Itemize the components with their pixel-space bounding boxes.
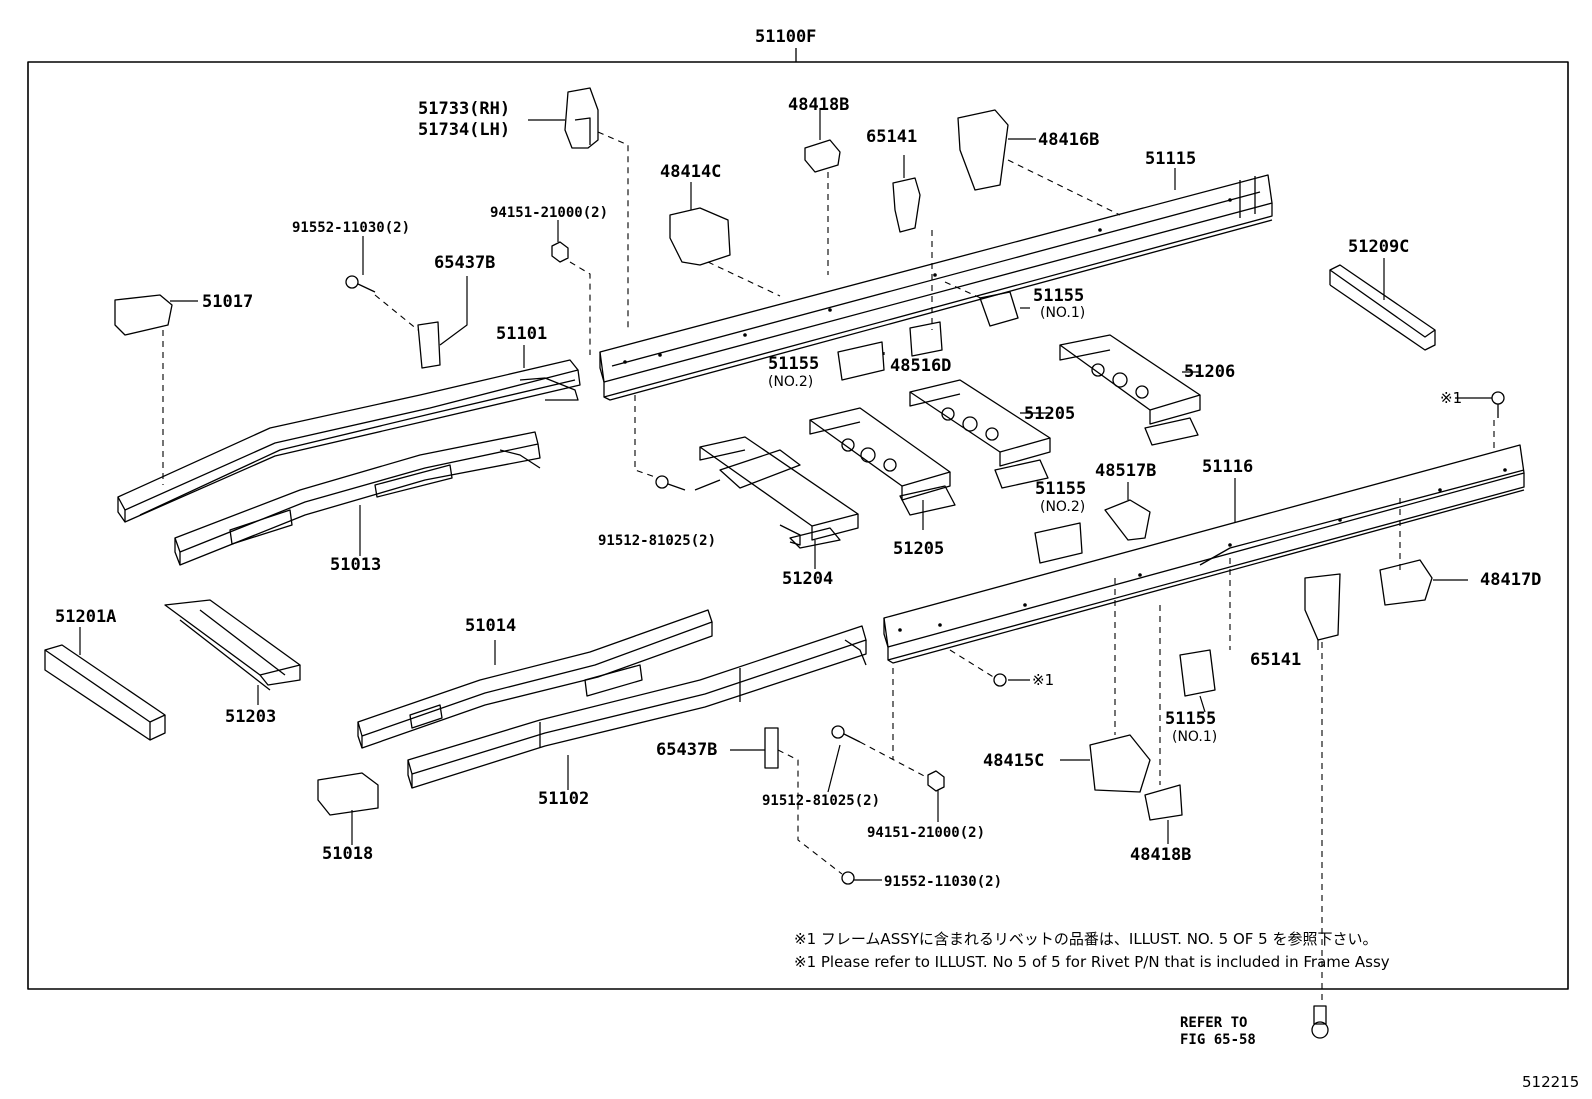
part-label-65437b-top: 65437B	[434, 253, 496, 273]
part-label-51205-a: 51205	[1024, 404, 1076, 424]
rail-51013	[174, 431, 541, 566]
rivet-top	[1491, 391, 1505, 418]
bracket-51155-no1-bot	[1179, 649, 1216, 697]
bracket-65437b-bot	[764, 727, 779, 769]
part-label-51155-no2-mid: 51155	[1035, 479, 1087, 499]
nut-94151-top	[551, 241, 569, 263]
sublabel-no1-top: (NO.1)	[1040, 305, 1086, 321]
part-label-51013: 51013	[330, 555, 382, 575]
part-label-48416b: 48416B	[1038, 130, 1100, 150]
rail-51101	[117, 359, 581, 523]
rail-holes	[623, 198, 1507, 632]
bracket-48418b-top	[804, 139, 841, 173]
frame-rail-51115	[599, 174, 1273, 401]
part-label-51734: 51734(LH)	[418, 120, 511, 140]
crossmember-51209c	[1329, 264, 1436, 351]
crossmember-51204	[694, 436, 859, 549]
part-label-51155-no1-top: 51155	[1033, 286, 1085, 306]
part-label-91512-top: 91512-81025(2)	[598, 533, 717, 549]
nut-94151-bot	[927, 770, 945, 792]
part-label-48417d: 48417D	[1480, 570, 1542, 590]
part-label-48517b: 48517B	[1095, 461, 1157, 481]
sublabel-no2-mid: (NO.2)	[1040, 499, 1086, 515]
crossmember-51206	[1059, 334, 1201, 446]
crossmember-51201a	[44, 644, 166, 741]
refer-to-line2: FIG 65-58	[1180, 1032, 1256, 1048]
sublabel-no1-bot: (NO.1)	[1172, 729, 1218, 745]
part-label-51155-no2-top: 51155	[768, 354, 820, 374]
bracket-51018	[317, 772, 379, 816]
assembly-label: 51100F	[755, 27, 817, 47]
plate-51155-no2-top	[837, 341, 885, 381]
refer-to-line1: REFER TO	[1180, 1015, 1248, 1031]
part-label-94151-top: 94151-21000(2)	[490, 205, 609, 221]
bracket-48415c	[1089, 734, 1151, 793]
bracket-48416b	[957, 109, 1009, 191]
diagram-border	[27, 61, 1569, 990]
frame-rail-51116	[883, 444, 1525, 664]
bracket-48517b	[1104, 499, 1151, 541]
bolt-91512-top	[655, 475, 686, 491]
part-label-48414c: 48414C	[660, 162, 722, 182]
part-label-91552-top: 91552-11030(2)	[292, 220, 411, 236]
part-label-51206: 51206	[1184, 362, 1236, 382]
rivet-mark-top: ※1	[1440, 389, 1463, 407]
part-label-51201a: 51201A	[55, 607, 117, 627]
note-japanese: ※1 フレームASSYに含まれるリベットの品番は、ILLUST. NO. 5 O…	[794, 930, 1378, 948]
part-label-51101: 51101	[496, 324, 548, 344]
part-label-65141-top: 65141	[866, 127, 918, 147]
part-label-51018: 51018	[322, 844, 374, 864]
rail-51102	[407, 625, 867, 789]
bracket-48417d	[1379, 559, 1433, 606]
part-label-51115: 51115	[1145, 149, 1197, 169]
sublabel-no2-top: (NO.2)	[768, 374, 814, 390]
plate-51155-no2-mid	[1034, 522, 1083, 564]
part-label-51203: 51203	[225, 707, 277, 727]
part-label-65437b-bot: 65437B	[656, 740, 718, 760]
part-label-65141-bot: 65141	[1250, 650, 1302, 670]
crossmember-51203	[164, 599, 301, 691]
part-label-51014: 51014	[465, 616, 517, 636]
bracket-51733	[564, 87, 599, 149]
part-label-51205-b: 51205	[893, 539, 945, 559]
part-label-48418b-top: 48418B	[788, 95, 850, 115]
part-label-91512-bot: 91512-81025(2)	[762, 793, 881, 809]
part-label-51017: 51017	[202, 292, 254, 312]
part-label-51209c: 51209C	[1348, 237, 1410, 257]
bolt-91552-bot	[841, 871, 870, 885]
part-label-94151-bot: 94151-21000(2)	[867, 825, 986, 841]
rivet-bot	[993, 673, 1007, 687]
part-label-48415c: 48415C	[983, 751, 1045, 771]
part-label-48418b-bot: 48418B	[1130, 845, 1192, 865]
crossmember-51205-b	[909, 379, 1051, 489]
part-label-51102: 51102	[538, 789, 590, 809]
part-label-48516d: 48516D	[890, 356, 952, 376]
crossmember-51205-a	[809, 407, 956, 516]
part-label-91552-bot: 91552-11030(2)	[884, 874, 1003, 890]
part-label-51116: 51116	[1202, 457, 1254, 477]
bracket-48414c	[669, 207, 731, 266]
bracket-48418b-bot	[1144, 784, 1183, 821]
rail-51014	[357, 609, 713, 749]
part-label-51733: 51733(RH)	[418, 99, 511, 119]
bolt-91552-top	[345, 275, 376, 293]
bracket-51017	[114, 294, 173, 336]
note-english: ※1 Please refer to ILLUST. No 5 of 5 for…	[794, 953, 1390, 971]
part-label-51155-no1-bot: 51155	[1165, 709, 1217, 729]
figure-code: 512215	[1522, 1073, 1580, 1091]
bracket-65141-top	[892, 177, 921, 233]
bolt-91512-bot	[831, 725, 861, 743]
bracket-65437b-top	[417, 321, 441, 369]
part-label-51204: 51204	[782, 569, 834, 589]
bracket-51155-no1-top	[979, 291, 1019, 327]
bolt-refer	[1311, 1005, 1329, 1039]
rivet-mark-bot: ※1	[1032, 671, 1055, 689]
bracket-48516d	[909, 321, 943, 357]
bracket-65141-bot	[1304, 573, 1341, 641]
